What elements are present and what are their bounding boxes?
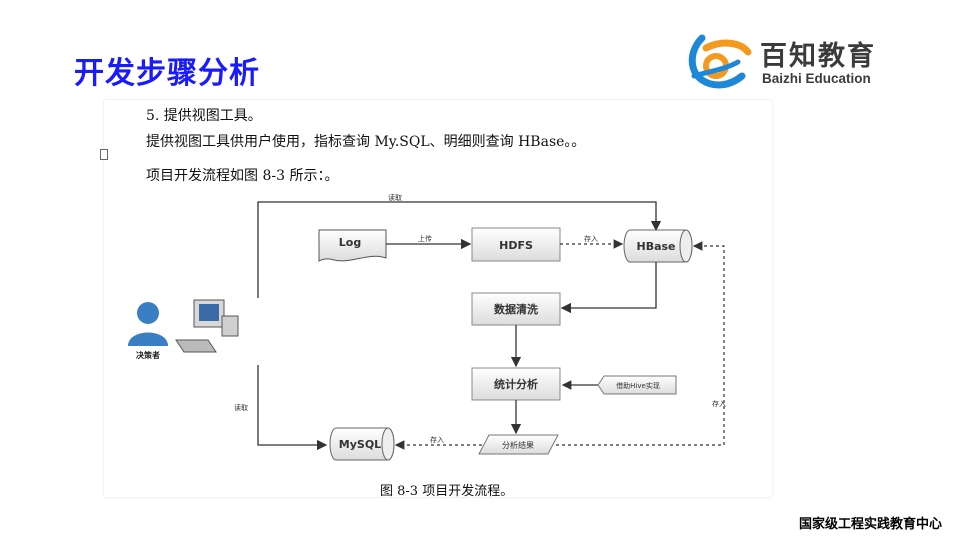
computer-icon [175,299,239,353]
decision-maker-person-icon: 决策者 [128,302,168,360]
doc-heading: 5. 提供视图工具。 [146,108,262,124]
edge-read-top [257,201,662,298]
node-stats-label: 统计分析 [494,377,538,391]
brand-logo: 百知教育 Baizhi Education [684,30,904,90]
edge-read-left [257,365,328,451]
slide-title: 开发步骤分析 [74,56,260,91]
node-hive-label: 借助Hive实现 [616,381,660,390]
node-data-clean: 数据清洗 [471,292,561,326]
decision-maker-label: 决策者 [136,350,160,360]
margin-marker [100,149,108,160]
footer-text: 国家级工程实践教育中心 [798,517,942,532]
edge-label-store-hdfs-hbase: 存入 [584,234,598,243]
node-hdfs: HDFS [471,227,561,262]
node-result: 分析结果 [478,434,559,455]
figure-caption: 图 8-3 项目开发流程。 [380,484,514,499]
flow-diagram: 读取 读取 Log 上传 HDFS 存入 HBase [128,193,726,461]
node-log: Log [318,229,387,262]
edge-hbase-clean [560,262,657,314]
document-image: 5. 提供视图工具。 提供视图工具供用户使用，指标查询 My.SQL、明细则查询… [100,100,772,499]
node-hive: 借助Hive实现 [597,375,677,395]
edge-label-read-left: 读取 [234,403,248,412]
doc-body: 提供视图工具供用户使用，指标查询 My.SQL、明细则查询 HBase。。 [146,134,586,150]
logo-mark-icon [688,34,752,89]
doc-intro: 项目开发流程如图 8-3 所示：。 [146,168,339,184]
node-log-label: Log [339,236,361,249]
edge-store-right [556,241,725,446]
node-hbase: HBase [623,229,693,263]
node-mysql-label: MySQL [339,438,381,451]
logo-text-en: Baizhi Education [762,71,871,86]
node-hbase-label: HBase [636,240,675,253]
node-stats: 统计分析 [471,367,561,401]
logo-text-cn: 百知教育 [760,41,876,72]
edge-label-read-top: 读取 [388,193,402,202]
edge-label-store-result-mysql: 存入 [430,435,444,444]
edge-label-store-right: 存入 [712,399,726,408]
node-mysql: MySQL [329,427,395,461]
node-data-clean-label: 数据清洗 [494,302,538,316]
node-hdfs-label: HDFS [499,239,533,252]
node-result-label: 分析结果 [502,440,534,450]
edge-label-upload: 上传 [418,234,432,243]
